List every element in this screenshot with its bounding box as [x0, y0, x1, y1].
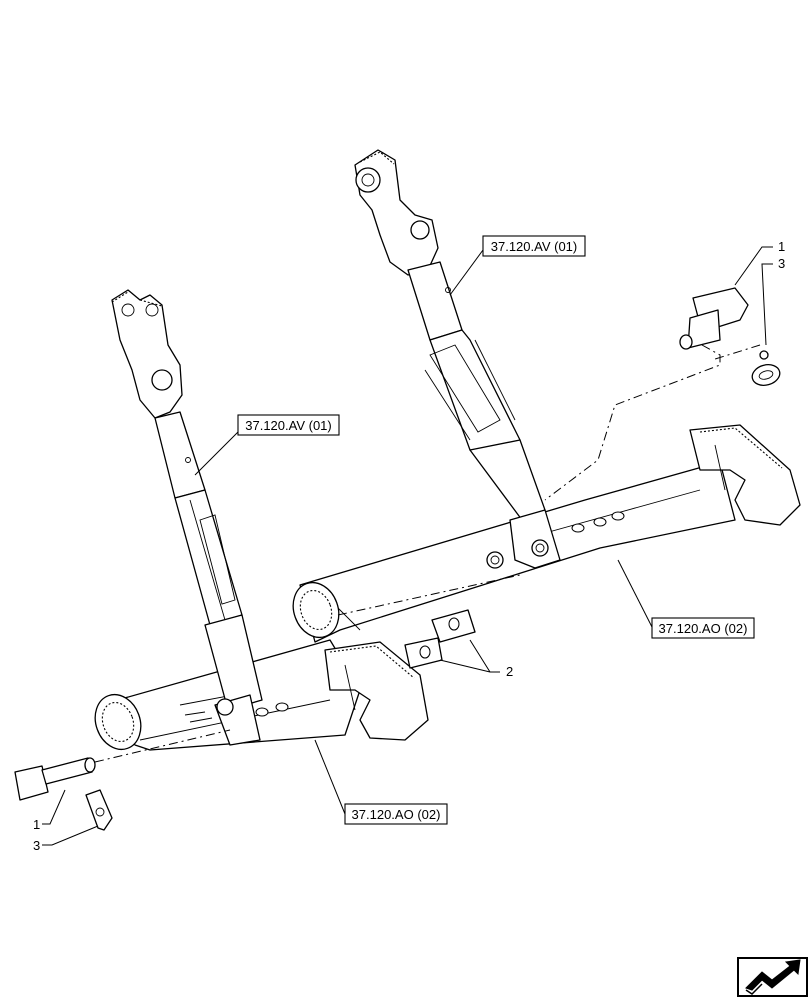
ref-label-left-link: 37.120.AV (01) — [245, 418, 331, 433]
alignment-line-right-clip — [711, 344, 761, 361]
callout-clip-left: 3 — [33, 838, 40, 853]
washer-upper — [431, 609, 476, 643]
callout-pin-left: 1 — [33, 817, 40, 832]
washer-lower — [404, 637, 443, 669]
alignment-line-right-pin — [544, 344, 721, 501]
callout-pin-right: 1 — [778, 239, 785, 254]
alignment-line-right-arm — [337, 574, 521, 616]
leader-ref-right-link — [449, 249, 484, 296]
leader-pin-right — [734, 246, 773, 286]
ref-box-left-arm[interactable]: 37.120.AO (02) — [344, 803, 448, 825]
leader-pin-left — [42, 789, 66, 825]
ref-box-right-arm[interactable]: 37.120.AO (02) — [651, 617, 755, 639]
page-turn-arrow-icon[interactable] — [737, 957, 808, 997]
ref-label-right-arm: 37.120.AO (02) — [659, 621, 748, 636]
alignment-line-left-pin — [94, 729, 231, 763]
left-top-link — [111, 289, 263, 746]
clip-right — [751, 350, 781, 386]
ref-box-right-link[interactable]: 37.120.AV (01) — [482, 235, 586, 257]
leader-clip-right — [761, 263, 773, 346]
callout-clip-right: 3 — [778, 256, 785, 271]
pin-right — [679, 287, 749, 350]
callout-washers: 2 — [506, 664, 513, 679]
leader-ref-right-arm — [617, 559, 653, 628]
leader-ref-left-arm — [314, 739, 346, 815]
leader-ref-left-link — [194, 431, 239, 476]
pin-left — [14, 757, 96, 801]
ref-box-left-link[interactable]: 37.120.AV (01) — [237, 414, 340, 436]
right-top-link — [354, 149, 561, 569]
leader-clip-left — [42, 825, 99, 846]
ref-label-right-link: 37.120.AV (01) — [491, 239, 577, 254]
leader-washers — [439, 639, 500, 673]
clip-left — [85, 789, 113, 831]
ref-label-left-arm: 37.120.AO (02) — [352, 807, 441, 822]
